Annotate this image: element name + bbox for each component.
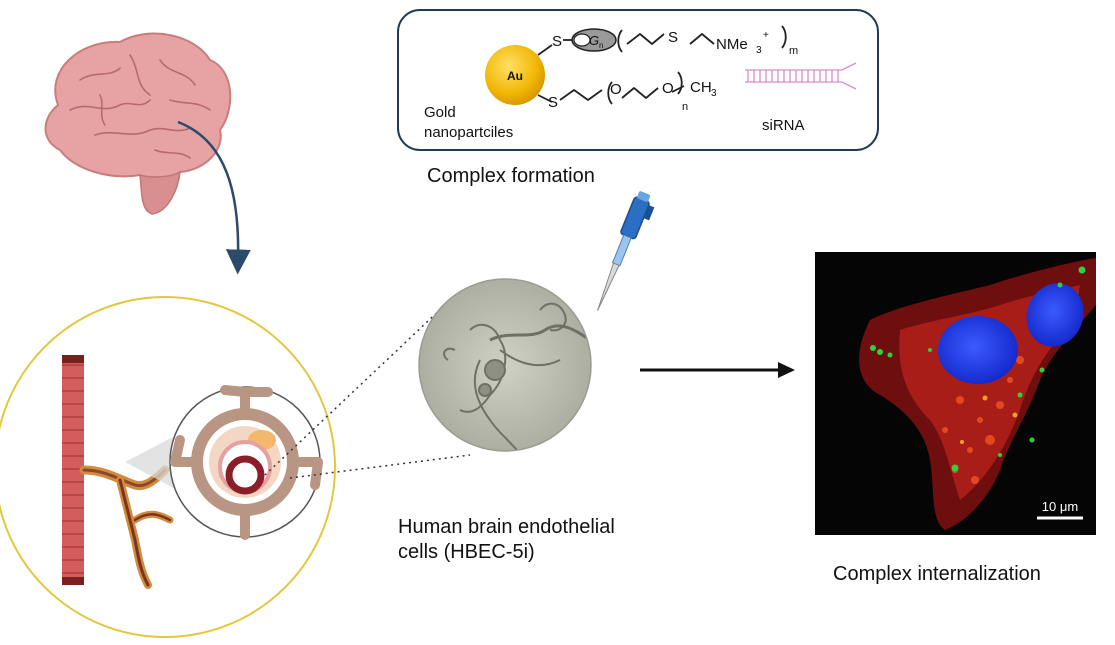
oxygen-label-1: O bbox=[610, 81, 622, 98]
scale-bar-label: 10 μm bbox=[1042, 499, 1078, 514]
fluorescence-micrograph bbox=[815, 252, 1096, 535]
gold-symbol: Au bbox=[507, 69, 523, 83]
pipette-icon bbox=[597, 191, 655, 311]
complex-formation-caption: Complex formation bbox=[427, 165, 595, 187]
gold-caption-line2: nanopartciles bbox=[424, 124, 513, 141]
zoom-connector-lines bbox=[264, 304, 471, 479]
internalization-caption: Complex internalization bbox=[833, 563, 1041, 585]
ammonium-label: NMe bbox=[716, 36, 748, 53]
ammonium-sub: 3 bbox=[756, 45, 762, 56]
process-arrow bbox=[640, 362, 795, 378]
repeat-n: n bbox=[682, 101, 688, 113]
cells-caption-line1: Human brain endothelial bbox=[398, 516, 615, 538]
ammonium-sup: + bbox=[763, 30, 769, 41]
sulfur-label-top: S bbox=[552, 33, 562, 50]
sirna-label: siRNA bbox=[762, 117, 805, 134]
vessel-panel bbox=[0, 296, 336, 638]
cell-culture-image bbox=[418, 278, 592, 452]
dendron-generation-label: G bbox=[589, 33, 599, 48]
sulfur-label-bottom: S bbox=[548, 94, 558, 111]
brain-to-vessel-arrow bbox=[177, 120, 251, 275]
complex-box bbox=[397, 9, 879, 151]
repeat-m: m bbox=[789, 45, 798, 57]
oxygen-label-2: O bbox=[662, 80, 674, 97]
sirna-icon bbox=[745, 62, 857, 90]
gold-nanoparticle bbox=[485, 45, 545, 105]
dendron-generation-sub: n bbox=[599, 41, 603, 50]
brain-illustration bbox=[44, 32, 232, 215]
gold-caption-line1: Gold bbox=[424, 104, 456, 121]
cells-caption-line2: cells (HBEC-5i) bbox=[398, 541, 535, 563]
methyl-sub: 3 bbox=[711, 88, 717, 99]
sulfur-label-top2: S bbox=[668, 29, 678, 46]
methyl-label: CH bbox=[690, 79, 712, 96]
